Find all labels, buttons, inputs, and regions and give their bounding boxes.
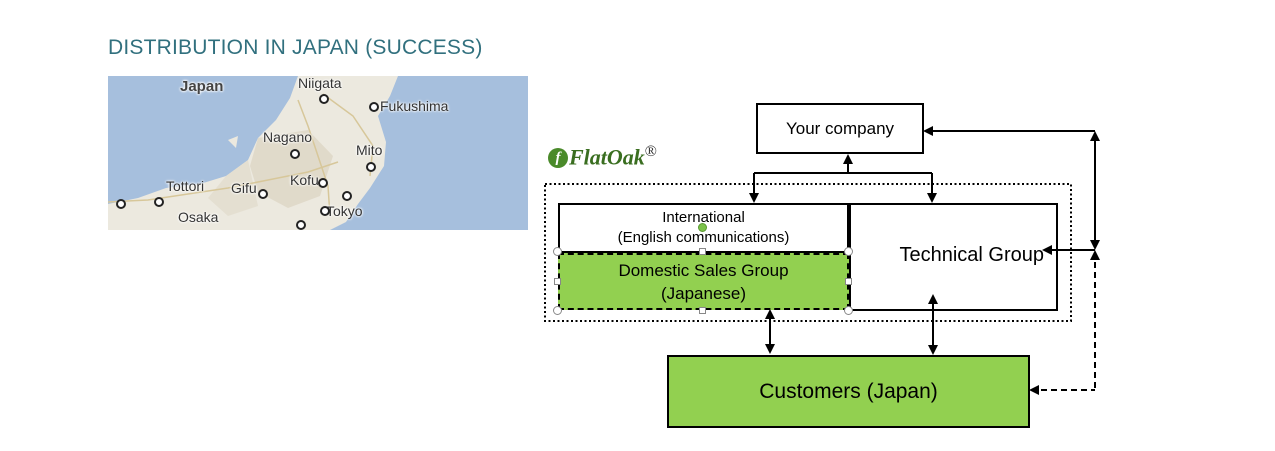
- selection-handle[interactable]: [699, 248, 706, 255]
- selection-handle[interactable]: [845, 278, 852, 285]
- map-label-kofu: Kofu: [290, 172, 319, 188]
- city-dot: [116, 199, 126, 209]
- map-label-fukushima: Fukushima: [380, 98, 449, 114]
- city-dot: [318, 178, 328, 188]
- your-company-box: Your company: [756, 103, 924, 154]
- international-box: International (English communications): [558, 203, 849, 253]
- map-label-gifu: Gifu: [231, 180, 257, 196]
- logo-text: FlatOak: [569, 144, 645, 170]
- customers-label: Customers (Japan): [759, 379, 938, 403]
- city-dot: [154, 197, 164, 207]
- japan-map: Japan Niigata Fukushima Nagano Mito Kofu…: [108, 76, 528, 230]
- selection-handle[interactable]: [844, 306, 853, 315]
- domestic-sales-sublabel: (Japanese): [660, 283, 747, 303]
- logo-leaf-icon: f: [548, 148, 568, 169]
- city-dot: [296, 220, 306, 230]
- company-group-frame: [544, 183, 1072, 322]
- city-dot: [320, 206, 330, 216]
- customers-box: Customers (Japan): [667, 355, 1030, 428]
- international-sublabel: (English communications): [617, 229, 790, 246]
- your-company-label: Your company: [785, 118, 895, 138]
- map-label-nagano: Nagano: [263, 129, 313, 145]
- domestic-sales-label: Domestic Sales Group: [618, 260, 789, 280]
- technical-group-box: Technical Group: [849, 203, 1058, 311]
- rotation-handle[interactable]: [698, 223, 707, 232]
- selection-handle[interactable]: [553, 247, 562, 256]
- registered-mark: ®: [644, 143, 657, 160]
- map-label-mito: Mito: [356, 142, 383, 158]
- city-dot: [342, 191, 352, 201]
- city-dot: [258, 189, 268, 199]
- city-dot: [290, 149, 300, 159]
- map-label-osaka: Osaka: [178, 209, 219, 225]
- international-label: International: [662, 209, 745, 226]
- selection-handle[interactable]: [554, 278, 561, 285]
- map-label-niigata: Niigata: [298, 76, 342, 91]
- selection-handle[interactable]: [844, 247, 853, 256]
- selection-handle[interactable]: [699, 307, 706, 314]
- city-dot: [319, 94, 329, 104]
- map-label-country: Japan: [180, 78, 224, 95]
- domestic-sales-box: Domestic Sales Group (Japanese): [558, 253, 849, 310]
- technical-group-label: Technical Group: [899, 243, 1044, 266]
- city-dot: [369, 102, 379, 112]
- map-label-tottori: Tottori: [166, 178, 205, 194]
- page-title: DISTRIBUTION IN JAPAN (SUCCESS): [108, 36, 483, 59]
- city-dot: [366, 162, 376, 172]
- map-label-tokyo: Tokyo: [326, 203, 363, 219]
- selection-handle[interactable]: [553, 306, 562, 315]
